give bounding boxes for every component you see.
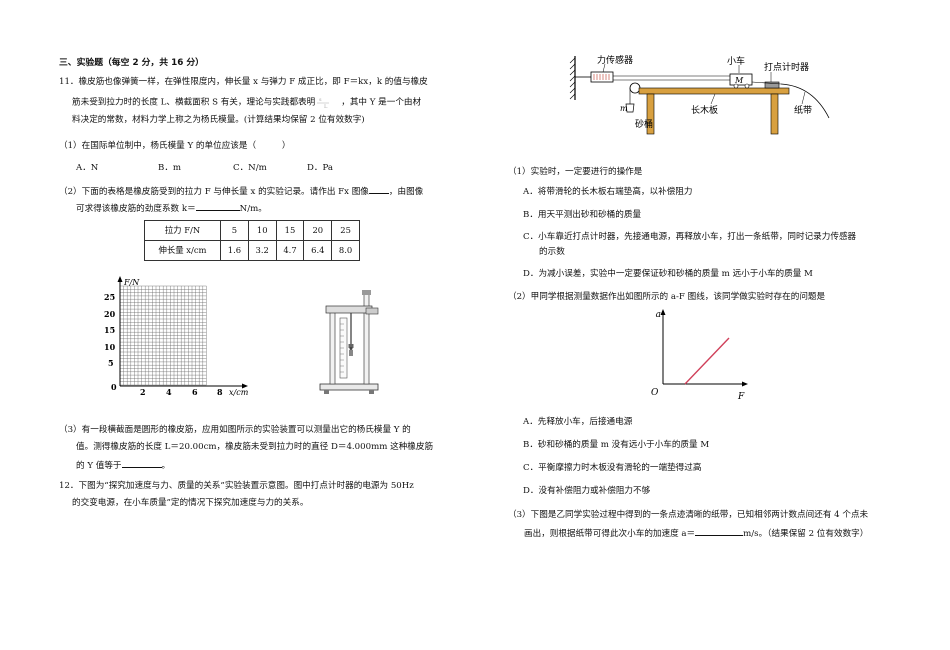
q12-part3-line2: 画出，则根据纸带可得此次小车的加速度 a＝ m/s。（结果保留 2 位有效数字） xyxy=(524,526,868,540)
section-title: 三、实验题（每空 2 分，共 16 分） xyxy=(59,58,204,68)
label-mass-m: m xyxy=(620,104,628,113)
answer-blank[interactable] xyxy=(695,526,744,536)
q11-option-b: B．m xyxy=(158,163,182,173)
q11-part2-line2: 可求得该橡皮筋的劲度系数 k＝ N/m。 xyxy=(76,201,267,215)
x-tick-label: 8 xyxy=(217,387,223,397)
x-tick-label: 6 xyxy=(192,387,198,397)
a-F-line xyxy=(684,337,730,385)
q12-option-c-cont: 的示数 xyxy=(539,247,565,257)
q11-part3-text-b: 。 xyxy=(161,461,171,471)
origin-label: O xyxy=(651,388,659,398)
table-cell: 5 xyxy=(220,220,249,241)
data-table: 拉力 F/N 5 10 15 20 25 伸长量 x/cm 1.6 3.2 4.… xyxy=(144,220,360,261)
y-axis-arrow xyxy=(117,276,123,282)
table-cell: 8.0 xyxy=(331,240,360,261)
x-axis-arrow xyxy=(242,383,248,389)
q12-option-b: B．用天平测出砂和砂桶的质量 xyxy=(523,210,642,220)
table-row: 伸长量 x/cm 1.6 3.2 4.7 6.4 8.0 xyxy=(144,240,360,261)
table-cell: 10 xyxy=(247,220,277,241)
label-cart: 小车 xyxy=(727,55,745,67)
table-cell: 25 xyxy=(331,220,360,241)
y-axis-arrow xyxy=(660,309,666,315)
table-cell: 3.2 xyxy=(247,240,277,261)
q11-part2-text-d: N/m。 xyxy=(239,204,267,214)
label-tape: 纸带 xyxy=(794,104,812,116)
y-axis-label: F/N xyxy=(123,278,140,287)
y-tick-label: 20 xyxy=(104,309,116,319)
table-cell: 4.7 xyxy=(275,240,305,261)
q12-p2-option-b: B．砂和砂桶的质量 m 没有远小于小车的质量 M xyxy=(523,440,710,450)
q11-part3-line3: 的 Y 值等于 。 xyxy=(76,458,170,472)
table-cell: 6.4 xyxy=(303,240,333,261)
svg-text:L: L xyxy=(324,104,328,109)
label-board: 长木板 xyxy=(691,104,718,116)
q12-option-c: C．小车靠近打点计时器，先接通电源，再释放小车，打出一条纸带，同时记录力传感器 xyxy=(523,232,857,242)
y-axis-label: a xyxy=(656,310,661,320)
svg-text:s: s xyxy=(319,97,322,103)
q11-part3-line1: （3）有一段横截面是圆形的橡皮筋，应用如图所示的实验装置可以测量出它的杨氏模量 … xyxy=(59,425,411,435)
q11-part2-line1: （2）下面的表格是橡皮筋受到的拉力 F 与伸长量 x 的实验记录。请作出 Fx … xyxy=(59,184,423,198)
q12-option-d: D．为减小误差，实验中一定要保证砂和砂桶的质量 m 远小于小车的质量 M xyxy=(523,269,813,279)
table-cell: 1.6 xyxy=(220,240,249,261)
q12-part1: （1）实验时，一定要进行的操作是 xyxy=(508,167,643,177)
x-axis-label: x/cm xyxy=(229,388,249,397)
table-cell: 15 xyxy=(275,220,305,241)
grid-lines xyxy=(119,285,207,386)
stand-apparatus-illustration xyxy=(319,290,379,394)
q11-option-d: D．Pa xyxy=(307,163,334,173)
q11-part2-text-b: ，由图像 xyxy=(388,187,424,197)
table-row: 拉力 F/N 5 10 15 20 25 xyxy=(144,220,360,241)
q12-p2-option-d: D．没有补偿阻力或补偿阻力不够 xyxy=(523,486,651,496)
y-tick-label: 5 xyxy=(108,358,114,368)
table-cell: 伸长量 x/cm xyxy=(144,240,221,261)
q12-part3-text-a: 画出，则根据纸带可得此次小车的加速度 a＝ xyxy=(524,529,696,539)
q12-part3-text-b: m/s。（结果保留 2 位有效数字） xyxy=(743,529,869,539)
table-cell: 拉力 F/N xyxy=(144,220,221,241)
table-cell: 20 xyxy=(303,220,333,241)
q11-part3-line2: 值。测得橡皮筋的长度 L＝20.00cm，橡皮筋未受到拉力时的直径 D＝4.00… xyxy=(76,442,434,452)
graph-paper: F/N x/cm 0 25 20 15 10 5 2 4 6 8 xyxy=(104,276,249,397)
a-F-graph: a O F xyxy=(651,309,748,402)
label-mass-M: M xyxy=(734,76,744,85)
origin-label: 0 xyxy=(111,382,117,392)
label-timer: 打点计时器 xyxy=(764,61,809,73)
x-axis-arrow xyxy=(742,381,748,387)
q12-line1: 12．下图为“探究加速度与力、质量的关系”实验装置示意图。图中打点计时器的电源为… xyxy=(59,481,414,491)
q11-part2-text-c: 可求得该橡皮筋的劲度系数 k＝ xyxy=(76,204,196,214)
q12-option-a: A．将带滑轮的长木板右端垫高，以补偿阻力 xyxy=(523,187,693,197)
q11-line2b-text: ，其中 Y 是一个由材 xyxy=(341,97,422,108)
x-tick-label: 2 xyxy=(140,387,146,397)
y-tick-label: 15 xyxy=(104,325,115,335)
q12-p2-option-a: A．先释放小车，后接通电源 xyxy=(523,417,633,427)
x-tick-label: 4 xyxy=(166,387,172,397)
label-bucket: 砂桶 xyxy=(635,118,653,130)
q12-part2: （2）甲同学根据测量数据作出如图所示的 a-F 图线，该同学做实验时存在的问题是 xyxy=(508,292,826,302)
q11-line2: 筋未受到拉力时的长度 L、横截面积 S 有关，理论与实践都表明 s L ，其中 … xyxy=(72,95,422,110)
q11-part1: （1）在国际单位制中，杨氏模量 Y 的单位应该是（ ） xyxy=(59,141,291,151)
y-tick-label: 10 xyxy=(104,342,116,352)
formula-image: s L xyxy=(317,97,330,110)
q11-part2-text-a: （2）下面的表格是橡皮筋受到的拉力 F 与伸长量 x 的实验记录。请作出 Fx … xyxy=(59,187,369,197)
q11-line1: 11．橡皮筋也像弹簧一样，在弹性限度内，伸长量 x 与弹力 F 成正比，即 F＝… xyxy=(59,77,428,87)
answer-blank[interactable] xyxy=(195,201,240,211)
y-tick-label: 25 xyxy=(104,292,115,302)
q11-option-a: A．N xyxy=(76,163,99,173)
q11-option-c: C．N/m xyxy=(233,163,267,173)
answer-blank[interactable] xyxy=(368,184,389,194)
answer-blank[interactable] xyxy=(121,458,162,468)
q12-p2-option-c: C．平衡摩擦力时木板没有滑轮的一端垫得过高 xyxy=(523,463,702,473)
q12-part3-line1: （3）下图是乙同学实验过程中得到的一条点迹清晰的纸带，已知相邻两计数点间还有 4… xyxy=(508,510,869,520)
x-axis-label: F xyxy=(737,392,745,402)
q11-part3-text-a: 的 Y 值等于 xyxy=(76,461,122,471)
q11-line3: 料决定的常数，材料力学上称之为杨氏模量。(计算结果均保留 2 位有效数字) xyxy=(72,115,365,125)
label-force-sensor: 力传感器 xyxy=(597,54,633,66)
cart-apparatus-illustration: 力传感器 小车 打点计时器 M m 长木板 砂桶 纸带 xyxy=(569,54,830,135)
q12-line2: 的交变电源，在小车质量”定的情况下探究加速度与力的关系。 xyxy=(72,498,309,508)
q11-line2-text: 筋未受到拉力时的长度 L、横截面积 S 有关，理论与实践都表明 xyxy=(72,97,316,108)
